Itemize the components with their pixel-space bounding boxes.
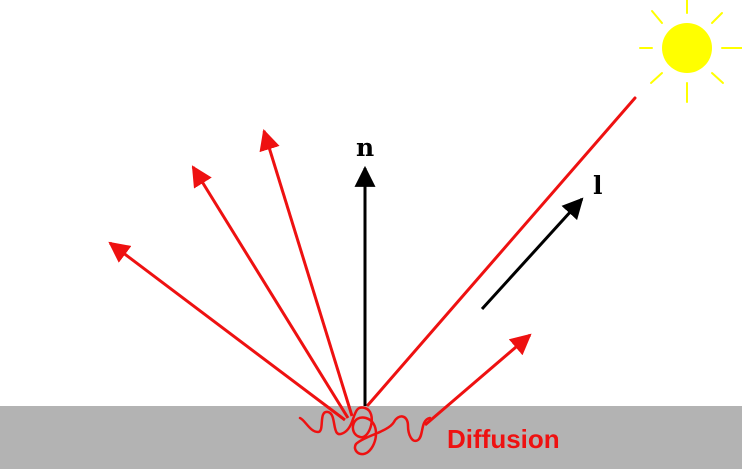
light-direction-arrow [480,197,584,311]
sun-icon [639,0,742,103]
sun-rays [639,0,742,103]
reflected-ray-2 [191,165,350,419]
rough-surface-squiggle [298,406,432,456]
diffusion-label: Diffusion [447,424,560,454]
light-label: l [593,171,603,200]
reflected-ray-1 [108,241,346,422]
reflected-ray-4 [424,333,532,427]
reflected-ray-3 [259,128,354,417]
incoming-light-ray [366,96,637,407]
normal-label: n [356,133,374,162]
sun-disc [662,23,712,73]
